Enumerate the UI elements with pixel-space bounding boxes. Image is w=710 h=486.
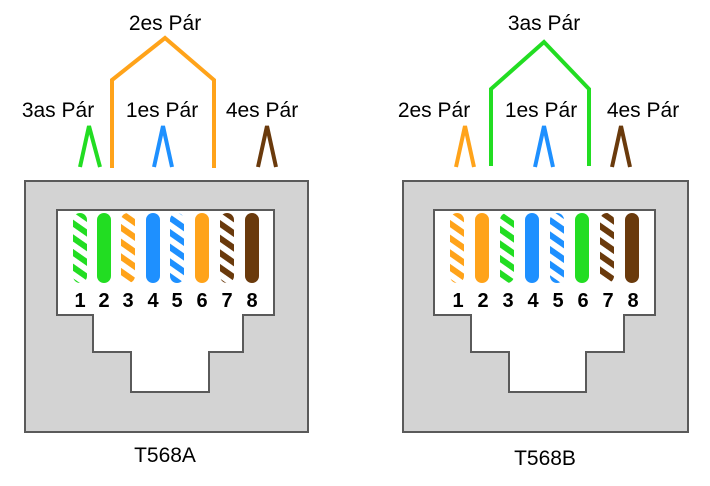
pin-1 bbox=[450, 213, 464, 283]
pair-label-right: 4es Pár bbox=[226, 99, 298, 122]
pin-number: 1 bbox=[74, 290, 85, 312]
pair-line-mid bbox=[533, 125, 555, 168]
pin-numbers: 1 2 3 4 5 6 7 8 bbox=[74, 290, 257, 312]
pin-number: 1 bbox=[452, 290, 463, 312]
pair-label-mid: 1es Pár bbox=[505, 99, 577, 122]
pin-3 bbox=[121, 213, 135, 283]
pin-4 bbox=[146, 213, 160, 283]
pin-number: 3 bbox=[122, 290, 133, 312]
standard-label: T568B bbox=[514, 447, 576, 470]
pair-label-left: 3as Pár bbox=[22, 99, 94, 122]
jack-opening bbox=[433, 209, 656, 393]
pair-line-top bbox=[110, 35, 216, 168]
pin-number: 8 bbox=[246, 290, 257, 312]
pin-number: 2 bbox=[477, 290, 488, 312]
pin-number: 5 bbox=[171, 290, 182, 312]
pin-number: 8 bbox=[627, 290, 638, 312]
pair-line-right bbox=[610, 125, 632, 168]
pin-7 bbox=[600, 213, 614, 283]
jack-opening bbox=[56, 209, 275, 393]
pin-8 bbox=[245, 213, 259, 283]
standard-label: T568A bbox=[134, 444, 196, 467]
pin-7 bbox=[220, 213, 234, 283]
pin-number: 7 bbox=[602, 290, 613, 312]
pin-4 bbox=[525, 213, 539, 283]
pin-number: 4 bbox=[527, 290, 539, 312]
pair-label-top: 2es Pár bbox=[129, 12, 201, 35]
pair-line-left bbox=[454, 125, 476, 168]
pair-line-top bbox=[489, 39, 591, 166]
pin-number: 3 bbox=[502, 290, 513, 312]
pair-label-right: 4es Pár bbox=[607, 99, 679, 122]
pin-3 bbox=[500, 213, 514, 283]
pair-line-mid bbox=[152, 125, 174, 168]
pin-number: 5 bbox=[552, 290, 563, 312]
pin-2 bbox=[475, 213, 489, 283]
pin-contacts bbox=[73, 213, 259, 283]
pin-2 bbox=[97, 213, 111, 283]
pin-number: 4 bbox=[147, 290, 159, 312]
pair-line-left bbox=[78, 125, 102, 168]
pin-number: 6 bbox=[196, 290, 207, 312]
pin-numbers: 1 2 3 4 5 6 7 8 bbox=[452, 290, 638, 312]
pair-label-left: 2es Pár bbox=[398, 99, 470, 122]
pin-8 bbox=[625, 213, 639, 283]
connector-t568a: 2es Pár 3as Pár 1es Pár 4es Pár 1 2 3 4 bbox=[22, 12, 309, 467]
connector-t568b: 3as Pár 2es Pár 1es Pár 4es Pár 1 2 3 4 bbox=[398, 12, 689, 470]
pin-number: 7 bbox=[221, 290, 232, 312]
pair-label-mid: 1es Pár bbox=[126, 99, 198, 122]
pin-contacts bbox=[450, 213, 639, 283]
pin-6 bbox=[575, 213, 589, 283]
pin-number: 2 bbox=[98, 290, 109, 312]
pin-6 bbox=[195, 213, 209, 283]
pin-1 bbox=[73, 213, 87, 283]
pin-5 bbox=[550, 213, 564, 283]
pin-number: 6 bbox=[577, 290, 588, 312]
pin-5 bbox=[170, 213, 184, 283]
pair-line-right bbox=[256, 125, 278, 168]
pair-label-top: 3as Pár bbox=[508, 12, 580, 35]
